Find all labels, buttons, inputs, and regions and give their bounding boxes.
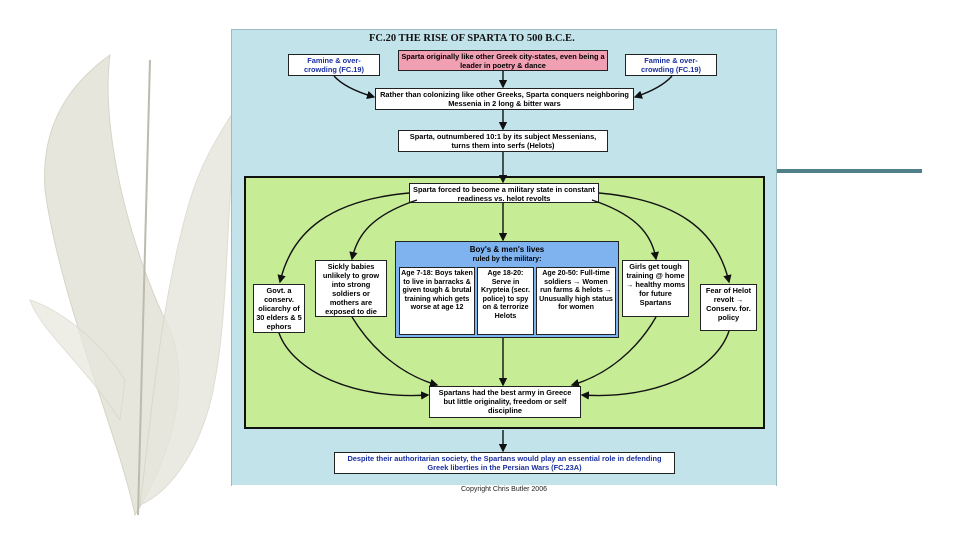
intro-box: Sparta originally like other Greek city-… [398,50,608,71]
famine-box-right: Famine & over-crowding (FC.19) [625,54,717,76]
helot-revolt-fear-box: Fear of Helot revolt → Conserv. for. pol… [700,284,757,331]
military-life-panel: Boy's & men's lives ruled by the militar… [395,241,619,338]
diagram-slide: FC.20 THE RISE OF SPARTA TO 500 B.C.E. S… [231,29,777,495]
military-state-box: Sparta forced to become a military state… [409,183,599,203]
conclusion-box: Despite their authoritarian society, the… [334,452,675,474]
diagram-title: FC.20 THE RISE OF SPARTA TO 500 B.C.E. [369,33,575,44]
age-20-50-column: Age 20-50: Full-time soldiers → Women ru… [536,267,616,335]
government-box: Govt. a conserv. olicarchy of 30 elders … [253,284,305,333]
conquest-box: Rather than colonizing like other Greeks… [375,88,634,110]
serfs-box: Sparta, outnumbered 10:1 by its subject … [398,130,608,152]
military-life-title-line1: Boy's & men's lives [469,245,545,254]
accent-line [770,169,922,173]
famine-box-left: Famine & over-crowding (FC.19) [288,54,380,76]
best-army-box: Spartans had the best army in Greece but… [429,386,581,418]
girls-training-box: Girls get tough training @ home → health… [622,260,689,317]
copyright-text: Copyright Chris Butler 2006 [232,485,776,495]
age-7-18-column: Age 7-18: Boys taken to live in barracks… [399,267,475,335]
military-life-title-line2: ruled by the military: [472,256,542,263]
age-18-20-column: Age 18-20: Serve in Krypteia (secr. poli… [477,267,534,335]
sickly-babies-box: Sickly babies unlikely to grow into stro… [315,260,387,317]
military-life-title: Boy's & men's lives ruled by the militar… [396,245,618,264]
